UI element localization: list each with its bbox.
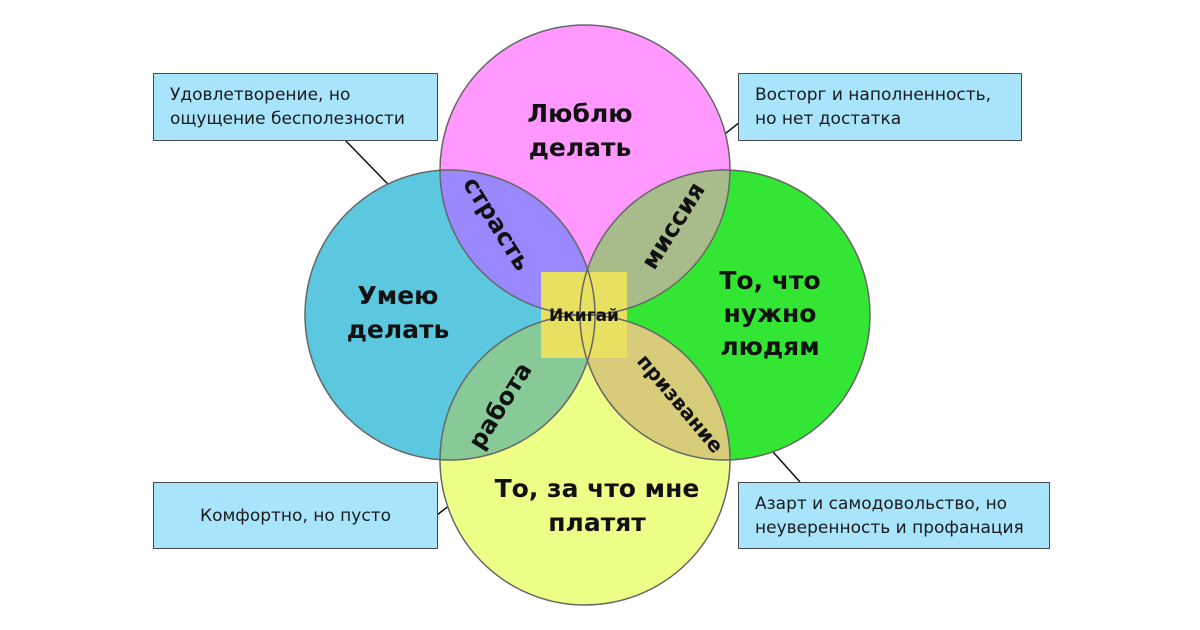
overlap-passion [440,170,595,315]
callout-top-left: Удовлетворение, но ощущение бесполезност… [153,73,438,141]
callout-bottom-right: Азарт и самодовольство, но неуверенность… [738,482,1050,549]
circle-need-label: То, что [719,266,820,295]
callout-top-right-line1: Восторг и наполненность, [755,85,992,105]
circle-paid-label: платят [548,508,646,537]
callout-top-right-line2: но нет достатка [755,109,902,129]
overlap-vocation [580,315,730,460]
circle-love-label: делать [529,133,632,162]
callout-bottom-left: Комфортно, но пусто [153,482,438,549]
circle-outlines [304,24,871,606]
circle-need-label: людям [720,332,819,361]
callout-top-right: Восторг и наполненность, но нет достатка [738,73,1022,141]
circle-paid-label: То, за что мне [495,474,700,503]
circle-need-label: нужно [724,299,817,328]
overlap-profession [440,315,595,460]
callout-top-left-line1: Удовлетворение, но [170,85,351,105]
overlap-mission [580,170,730,315]
circle-good-label: Умею [358,281,439,310]
circle-love-label: Люблю [527,99,632,128]
callout-bottom-right-line2: неуверенность и профанация [755,517,1024,538]
circle-good-label: делать [347,315,450,344]
ikigai-label: Икигай [549,306,619,326]
callout-bottom-right-line1: Азарт и самодовольство, но [755,493,1008,514]
callout-top-left-line2: ощущение бесполезности [170,109,405,129]
callout-bottom-left-line1: Комфортно, но пусто [200,505,391,526]
